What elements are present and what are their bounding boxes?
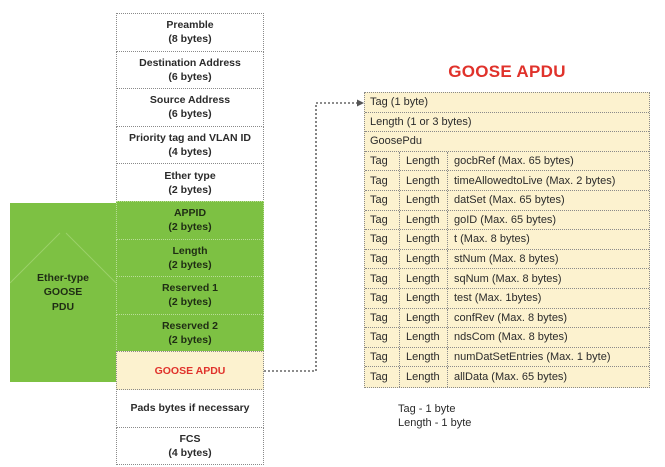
- apdu-tag-cell: Tag: [365, 288, 400, 308]
- field-name: Preamble: [166, 19, 214, 32]
- field-name: Ether type: [164, 169, 216, 182]
- field-size: (8 bytes): [168, 33, 212, 46]
- apdu-field-cell: goID (Max. 65 bytes): [454, 213, 557, 226]
- apdu-field-cell: t (Max. 8 bytes): [454, 233, 530, 246]
- apdu-tag-cell: Tag: [365, 190, 400, 210]
- apdu-tag-cell: Tag: [365, 151, 400, 171]
- apdu-tag-cell: Tag: [365, 230, 400, 249]
- apdu-length-cell: Length: [400, 249, 448, 269]
- apdu-header-row: GoosePdu: [365, 132, 649, 152]
- apdu-length-cell: Length: [400, 230, 448, 249]
- field-size: (2 bytes): [168, 221, 212, 234]
- field-name: Length: [172, 244, 208, 257]
- apdu-field-cell: allData (Max. 65 bytes): [454, 371, 568, 384]
- apdu-field-cell: test (Max. 1bytes): [454, 292, 542, 305]
- apdu-table: Tag (1 byte) Length (1 or 3 bytes) Goose…: [364, 92, 650, 388]
- apdu-header-text: Tag (1 byte): [370, 96, 429, 109]
- notes: Tag - 1 byte Length - 1 byte: [398, 402, 471, 431]
- frame-field-fcs: FCS (4 bytes): [116, 426, 264, 466]
- group-label-line-3: PDU: [51, 300, 75, 313]
- ethernet-frame-stack: Preamble (8 bytes) Destination Address (…: [116, 13, 264, 466]
- frame-field-goose-apdu: GOOSE APDU: [116, 351, 264, 390]
- apdu-tag-cell: Tag: [365, 249, 400, 269]
- frame-field-appid: APPID (2 bytes): [116, 200, 264, 240]
- apdu-length-cell: Length: [400, 288, 448, 308]
- apdu-tag-cell: Tag: [365, 269, 400, 288]
- apdu-tag-cell: Tag: [365, 171, 400, 190]
- field-size: (6 bytes): [168, 108, 212, 121]
- field-name: Pads bytes if necessary: [130, 402, 250, 415]
- field-size: (2 bytes): [168, 334, 212, 347]
- field-name: Destination Address: [139, 56, 241, 69]
- group-decoration: [10, 232, 116, 284]
- apdu-length-cell: Length: [400, 210, 448, 230]
- apdu-title: GOOSE APDU: [448, 62, 566, 81]
- field-size: (4 bytes): [168, 446, 212, 459]
- apdu-length-cell: Length: [400, 151, 448, 171]
- apdu-field-cell: stNum (Max. 8 bytes): [454, 253, 559, 266]
- apdu-field-cell: ndsCom (Max. 8 bytes): [454, 331, 568, 344]
- apdu-field-cell: datSet (Max. 65 bytes): [454, 194, 565, 207]
- field-size: (2 bytes): [168, 183, 212, 196]
- apdu-length-cell: Length: [400, 171, 448, 190]
- apdu-length-cell: Length: [400, 347, 448, 367]
- apdu-header-row: Length (1 or 3 bytes): [365, 113, 649, 133]
- field-size: (2 bytes): [168, 258, 212, 271]
- field-size: (2 bytes): [168, 296, 212, 309]
- field-name: Source Address: [149, 94, 231, 107]
- apdu-tag-cell: Tag: [365, 308, 400, 328]
- field-name: FCS: [179, 432, 201, 445]
- frame-field-reserved-1: Reserved 1 (2 bytes): [116, 276, 264, 315]
- note-length: Length - 1 byte: [398, 417, 472, 430]
- apdu-tag-cell: Tag: [365, 328, 400, 347]
- field-name: Priority tag and VLAN ID: [129, 131, 251, 144]
- apdu-tag-cell: Tag: [365, 210, 400, 230]
- field-name: Reserved 2: [161, 319, 219, 332]
- apdu-length-cell: Length: [400, 328, 448, 347]
- field-size: (6 bytes): [168, 70, 212, 83]
- group-label: Ether-type GOOSE PDU: [10, 203, 116, 382]
- field-name: GOOSE APDU: [154, 364, 226, 377]
- field-size: (4 bytes): [168, 146, 212, 159]
- field-name: APPID: [173, 207, 207, 220]
- group-label-line-1: Ether-type: [37, 272, 89, 285]
- apdu-field-cell: confRev (Max. 8 bytes): [454, 311, 568, 324]
- note-tag: Tag - 1 byte: [398, 403, 456, 415]
- apdu-header-text: GoosePdu: [370, 135, 422, 148]
- apdu-length-cell: Length: [400, 190, 448, 210]
- group-label-line-2: GOOSE: [43, 286, 83, 299]
- apdu-tag-cell: Tag: [365, 367, 400, 387]
- apdu-field-cell: timeAllowedtoLive (Max. 2 bytes): [454, 174, 616, 187]
- apdu-field-cell: sqNum (Max. 8 bytes): [454, 272, 562, 285]
- apdu-length-cell: Length: [400, 269, 448, 288]
- apdu-tag-cell: Tag: [365, 347, 400, 367]
- frame-field-preamble: Preamble (8 bytes): [116, 13, 264, 52]
- apdu-field-cell: gocbRef (Max. 65 bytes): [454, 155, 574, 168]
- apdu-length-cell: Length: [400, 308, 448, 328]
- apdu-length-cell: Length: [400, 367, 448, 387]
- field-name: Reserved 1: [161, 282, 219, 295]
- apdu-field-cell: numDatSetEntries (Max. 1 byte): [454, 351, 611, 364]
- apdu-header-text: Length (1 or 3 bytes): [370, 115, 472, 128]
- apdu-header-row: Tag (1 byte): [365, 93, 649, 113]
